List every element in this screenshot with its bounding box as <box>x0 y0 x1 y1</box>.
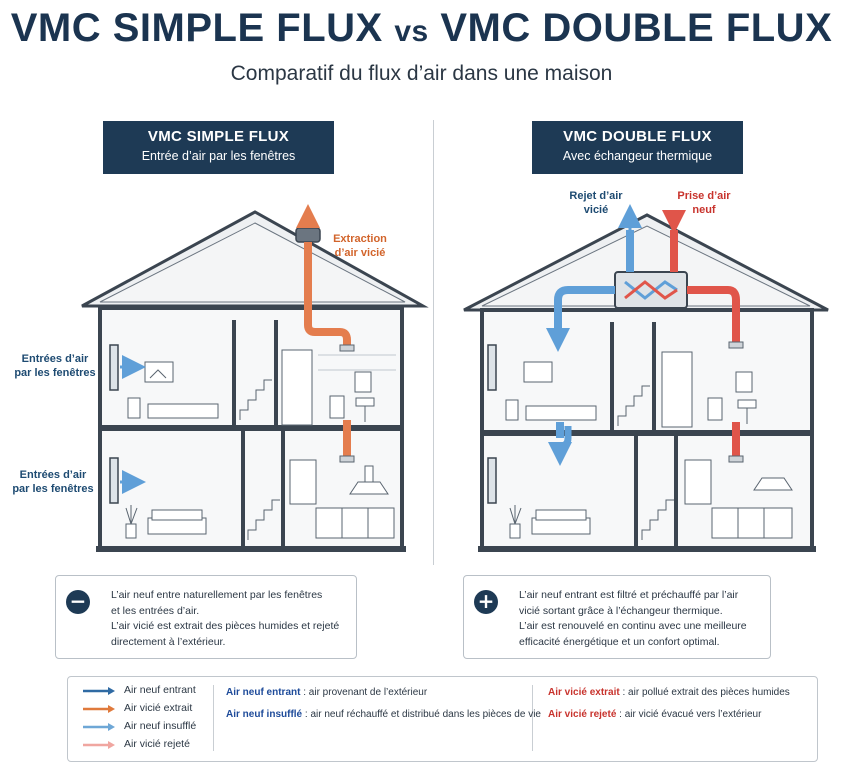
double-flux-house <box>463 204 829 552</box>
double-blue-ducts <box>554 230 634 438</box>
simple-info-box: − L’air neuf entre naturellement par les… <box>55 575 357 659</box>
double-header-title: VMC DOUBLE FLUX <box>563 128 712 145</box>
subtitle: Comparatif du flux d’air dans une maison <box>230 62 613 85</box>
double-stairs-lower <box>641 499 674 540</box>
simple-flux-header: VMC SIMPLE FLUX Entrée d’air par les fen… <box>103 121 334 174</box>
simple-ground <box>96 546 406 552</box>
double-header-subtitle: Avec échangeur thermique <box>562 149 713 163</box>
definition-air-vicie-rejete: Air vicié rejeté : air vicié évacué vers… <box>548 709 762 720</box>
simple-bedroom <box>127 361 219 419</box>
simple-bathroom <box>281 349 396 426</box>
main-title: VMC SIMPLE FLUX vs VMC DOUBLE FLUX <box>0 6 843 51</box>
legend-divider-2 <box>532 685 533 751</box>
double-livingroom <box>509 505 591 539</box>
title-left: VMC SIMPLE FLUX <box>10 6 383 50</box>
simple-extraction-duct <box>295 204 355 463</box>
simple-header-title: VMC SIMPLE FLUX <box>147 128 290 145</box>
double-ground <box>478 546 816 552</box>
simple-stairs-lower <box>247 499 280 540</box>
double-red-ducts <box>670 230 740 458</box>
definition-air-vicie-extrait: Air vicié extrait : air pollué extrait d… <box>548 687 790 698</box>
legend: Air neuf entrant Air vicié extrait Air n… <box>67 676 818 762</box>
simple-livingroom <box>125 505 207 539</box>
center-divider <box>433 120 434 565</box>
heat-exchanger <box>614 271 688 309</box>
simple-flux-house <box>81 204 429 552</box>
plus-icon: + <box>474 590 498 614</box>
simple-window-upper <box>109 344 119 391</box>
simple-window-lower <box>109 457 119 504</box>
definition-air-neuf-entrant: Air neuf entrant : air provenant de l’ex… <box>226 687 428 698</box>
double-bathroom <box>661 351 757 428</box>
double-bedroom <box>505 361 597 421</box>
simple-info-text: L’air neuf entre naturellement par les f… <box>111 589 340 648</box>
double-kitchen <box>684 459 793 539</box>
double-info-box: + L’air neuf entrant est filtré et préch… <box>463 575 771 659</box>
title-right: VMC DOUBLE FLUX <box>440 6 833 50</box>
definition-air-neuf-insuffle: Air neuf insufflé : air neuf réchauffé e… <box>226 709 541 720</box>
minus-icon: − <box>66 590 90 614</box>
simple-kitchen <box>289 459 395 539</box>
title-vs: vs <box>394 15 429 48</box>
simple-header-subtitle: Entrée d’air par les fenêtres <box>141 149 296 163</box>
simple-stairs-upper <box>239 379 272 420</box>
double-stairs-upper <box>617 385 650 426</box>
legend-divider-1 <box>213 685 214 751</box>
double-info-text: L’air neuf entrant est filtré et préchau… <box>519 589 747 648</box>
double-flux-header: VMC DOUBLE FLUX Avec échangeur thermique <box>532 121 743 174</box>
